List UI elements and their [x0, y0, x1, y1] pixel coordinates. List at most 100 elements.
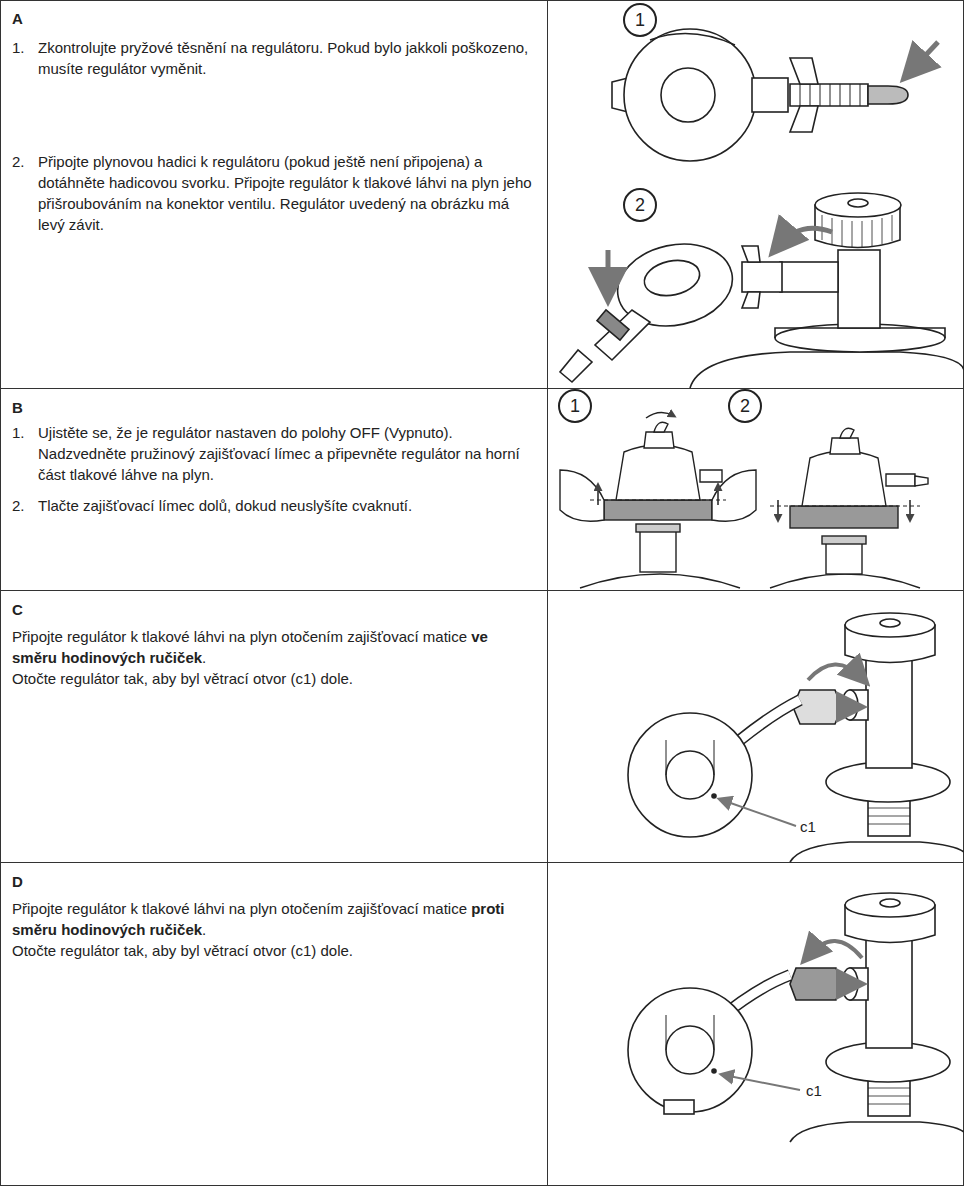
instruction-paragraph: Otočte regulátor tak, aby byl větrací ot…	[12, 668, 533, 689]
instruction-text: .	[202, 921, 206, 938]
nut-connection-drawing-part	[790, 842, 964, 862]
clip-on-regulator-drawing-part	[909, 500, 911, 520]
nut-connection-drawing-part	[793, 690, 842, 724]
nut-connection-drawing-part	[808, 664, 862, 680]
clip-on-regulator-drawing-part	[826, 540, 862, 574]
nut-connection-drawing-part	[868, 1080, 910, 1116]
callout-number-text: 2	[740, 397, 750, 415]
valve-drawing-part	[838, 250, 880, 328]
regulator-drawing-part	[661, 68, 715, 122]
clip-on-regulator-drawing-part	[700, 470, 722, 482]
instruction-text: Otočte regulátor tak, aby byl větrací ot…	[12, 670, 353, 687]
clip-on-regulator-drawing-part	[886, 474, 915, 486]
step-letter: B	[12, 397, 533, 418]
valve-drawing-part	[742, 292, 760, 308]
clip-on-regulator-drawing-part	[770, 574, 920, 588]
clip-on-regulator-drawing-part	[712, 470, 756, 521]
nut-connection-drawing-part	[842, 690, 858, 720]
instruction-text: Připojte plynovou hadici k regulátoru (p…	[38, 151, 533, 235]
regulator-drawing-part	[910, 42, 938, 72]
instruction-text: Zkontrolujte pryžové těsnění na reguláto…	[38, 37, 533, 79]
table-grid-part	[547, 0, 548, 1186]
nut-connection-drawing-part	[868, 1088, 910, 1104]
nut-connection-drawing-part	[880, 619, 900, 627]
nut-connection-drawing-part	[868, 808, 910, 824]
nut-connection-drawing-part	[842, 705, 856, 709]
callout-number: 1	[623, 3, 657, 37]
clip-on-regulator-drawing-part	[580, 574, 740, 588]
nut-connection-drawing-part	[842, 982, 856, 986]
regulator-drawing-part	[800, 84, 860, 106]
nut-connection-drawing-part	[628, 713, 752, 837]
item-number: 2.	[12, 151, 38, 235]
item-number: 1.	[12, 422, 38, 485]
callout-number-text: 1	[635, 11, 645, 29]
clip-on-regulator-drawing-part	[802, 451, 886, 506]
clip-on-regulator-drawing-part	[604, 500, 712, 520]
clip-on-regulator-drawing-part	[770, 506, 920, 507]
nut-connection-drawing	[628, 893, 964, 1142]
nut-connection-drawing-part	[666, 740, 714, 775]
clip-on-regulator-drawing-part	[790, 506, 898, 528]
instruction-text: Tlačte zajišťovací límec dolů, dokud neu…	[38, 495, 533, 516]
nut-connection-drawing-part	[724, 1075, 800, 1090]
nut-connection-drawing-part	[808, 941, 862, 958]
clip-on-regulator-drawing-part	[644, 432, 674, 448]
nut-connection-drawing-part	[868, 800, 910, 836]
instruction-cell: DPřipojte regulátor k tlakové láhvi na p…	[0, 863, 547, 1186]
regulator-drawing-part	[868, 86, 908, 104]
clip-on-regulator-drawing-part	[640, 528, 676, 572]
nut-connection-drawing-part	[845, 613, 935, 637]
valve-drawing-part	[815, 193, 901, 217]
clip-on-regulator-drawing-part	[616, 445, 700, 500]
table-grid-part	[0, 862, 964, 863]
nut-connection-drawing-part	[845, 893, 935, 917]
table-grid-part	[0, 388, 964, 389]
clip-on-regulator-drawing-part	[915, 476, 928, 486]
clip-on-regulator-drawing-part	[560, 470, 604, 521]
item-number: 2.	[12, 495, 38, 516]
valve-drawing-part	[606, 250, 611, 292]
instruction-cell: A1.Zkontrolujte pryžové těsnění na regul…	[0, 0, 547, 388]
nut-connection-drawing-part	[790, 1122, 964, 1142]
regulator-drawing-part	[624, 29, 756, 161]
callout-number-text: 1	[570, 397, 580, 415]
list-item: 2.Připojte plynovou hadici k regulátoru …	[12, 151, 533, 235]
callout-label: c1	[798, 818, 818, 835]
list-item: 2.Tlačte zajišťovací límec dolů, dokud n…	[12, 495, 533, 516]
nut-connection-drawing-part	[628, 988, 752, 1112]
instruction-cell: B 1.Ujistěte se, že je regulátor nastaven…	[0, 389, 547, 590]
nut-connection-drawing-part	[722, 800, 796, 826]
valve-drawing-part	[775, 328, 945, 338]
callout-number-text: 2	[635, 196, 645, 214]
instruction-text: Ujistěte se, že je regulátor nastaven do…	[38, 422, 533, 485]
valve-drawing-part	[742, 262, 782, 292]
valve-drawing-part	[822, 215, 892, 247]
clip-on-regulator-drawing-part	[597, 485, 599, 505]
clip-on-regulator-drawing-part	[830, 438, 860, 454]
clip-on-regulator-drawing-part	[840, 428, 854, 438]
nut-connection-drawing-part	[880, 899, 900, 907]
valve-drawing-part	[597, 310, 629, 340]
instruction-paragraph: Připojte regulátor k tlakové láhvi na pl…	[12, 898, 533, 940]
nut-connection-drawing-part	[842, 968, 858, 1000]
callout-label: c1	[804, 1082, 824, 1099]
clip-on-regulator-drawing-part	[717, 485, 719, 505]
regulator-drawing-part	[790, 84, 868, 106]
table-grid-part	[0, 590, 964, 591]
clip-on-regulator-drawing	[560, 412, 928, 588]
clip-on-regulator-drawing-part	[646, 412, 674, 418]
instruction-paragraph: Otočte regulátor tak, aby byl větrací ot…	[12, 940, 533, 961]
list-item: 1.Zkontrolujte pryžové těsnění na regulá…	[12, 37, 533, 79]
instruction-text: Připojte regulátor k tlakové láhvi na pl…	[12, 900, 467, 917]
regulator-drawing-part	[790, 58, 818, 84]
clip-on-regulator-drawing-part	[590, 500, 726, 501]
callout-number: 2	[623, 188, 657, 222]
clip-on-regulator-drawing-part	[822, 536, 866, 544]
nut-connection-drawing-part	[712, 794, 716, 798]
instruction-paragraph: Připojte regulátor k tlakové láhvi na pl…	[12, 626, 533, 668]
nut-connection-drawing-part	[664, 1100, 694, 1114]
